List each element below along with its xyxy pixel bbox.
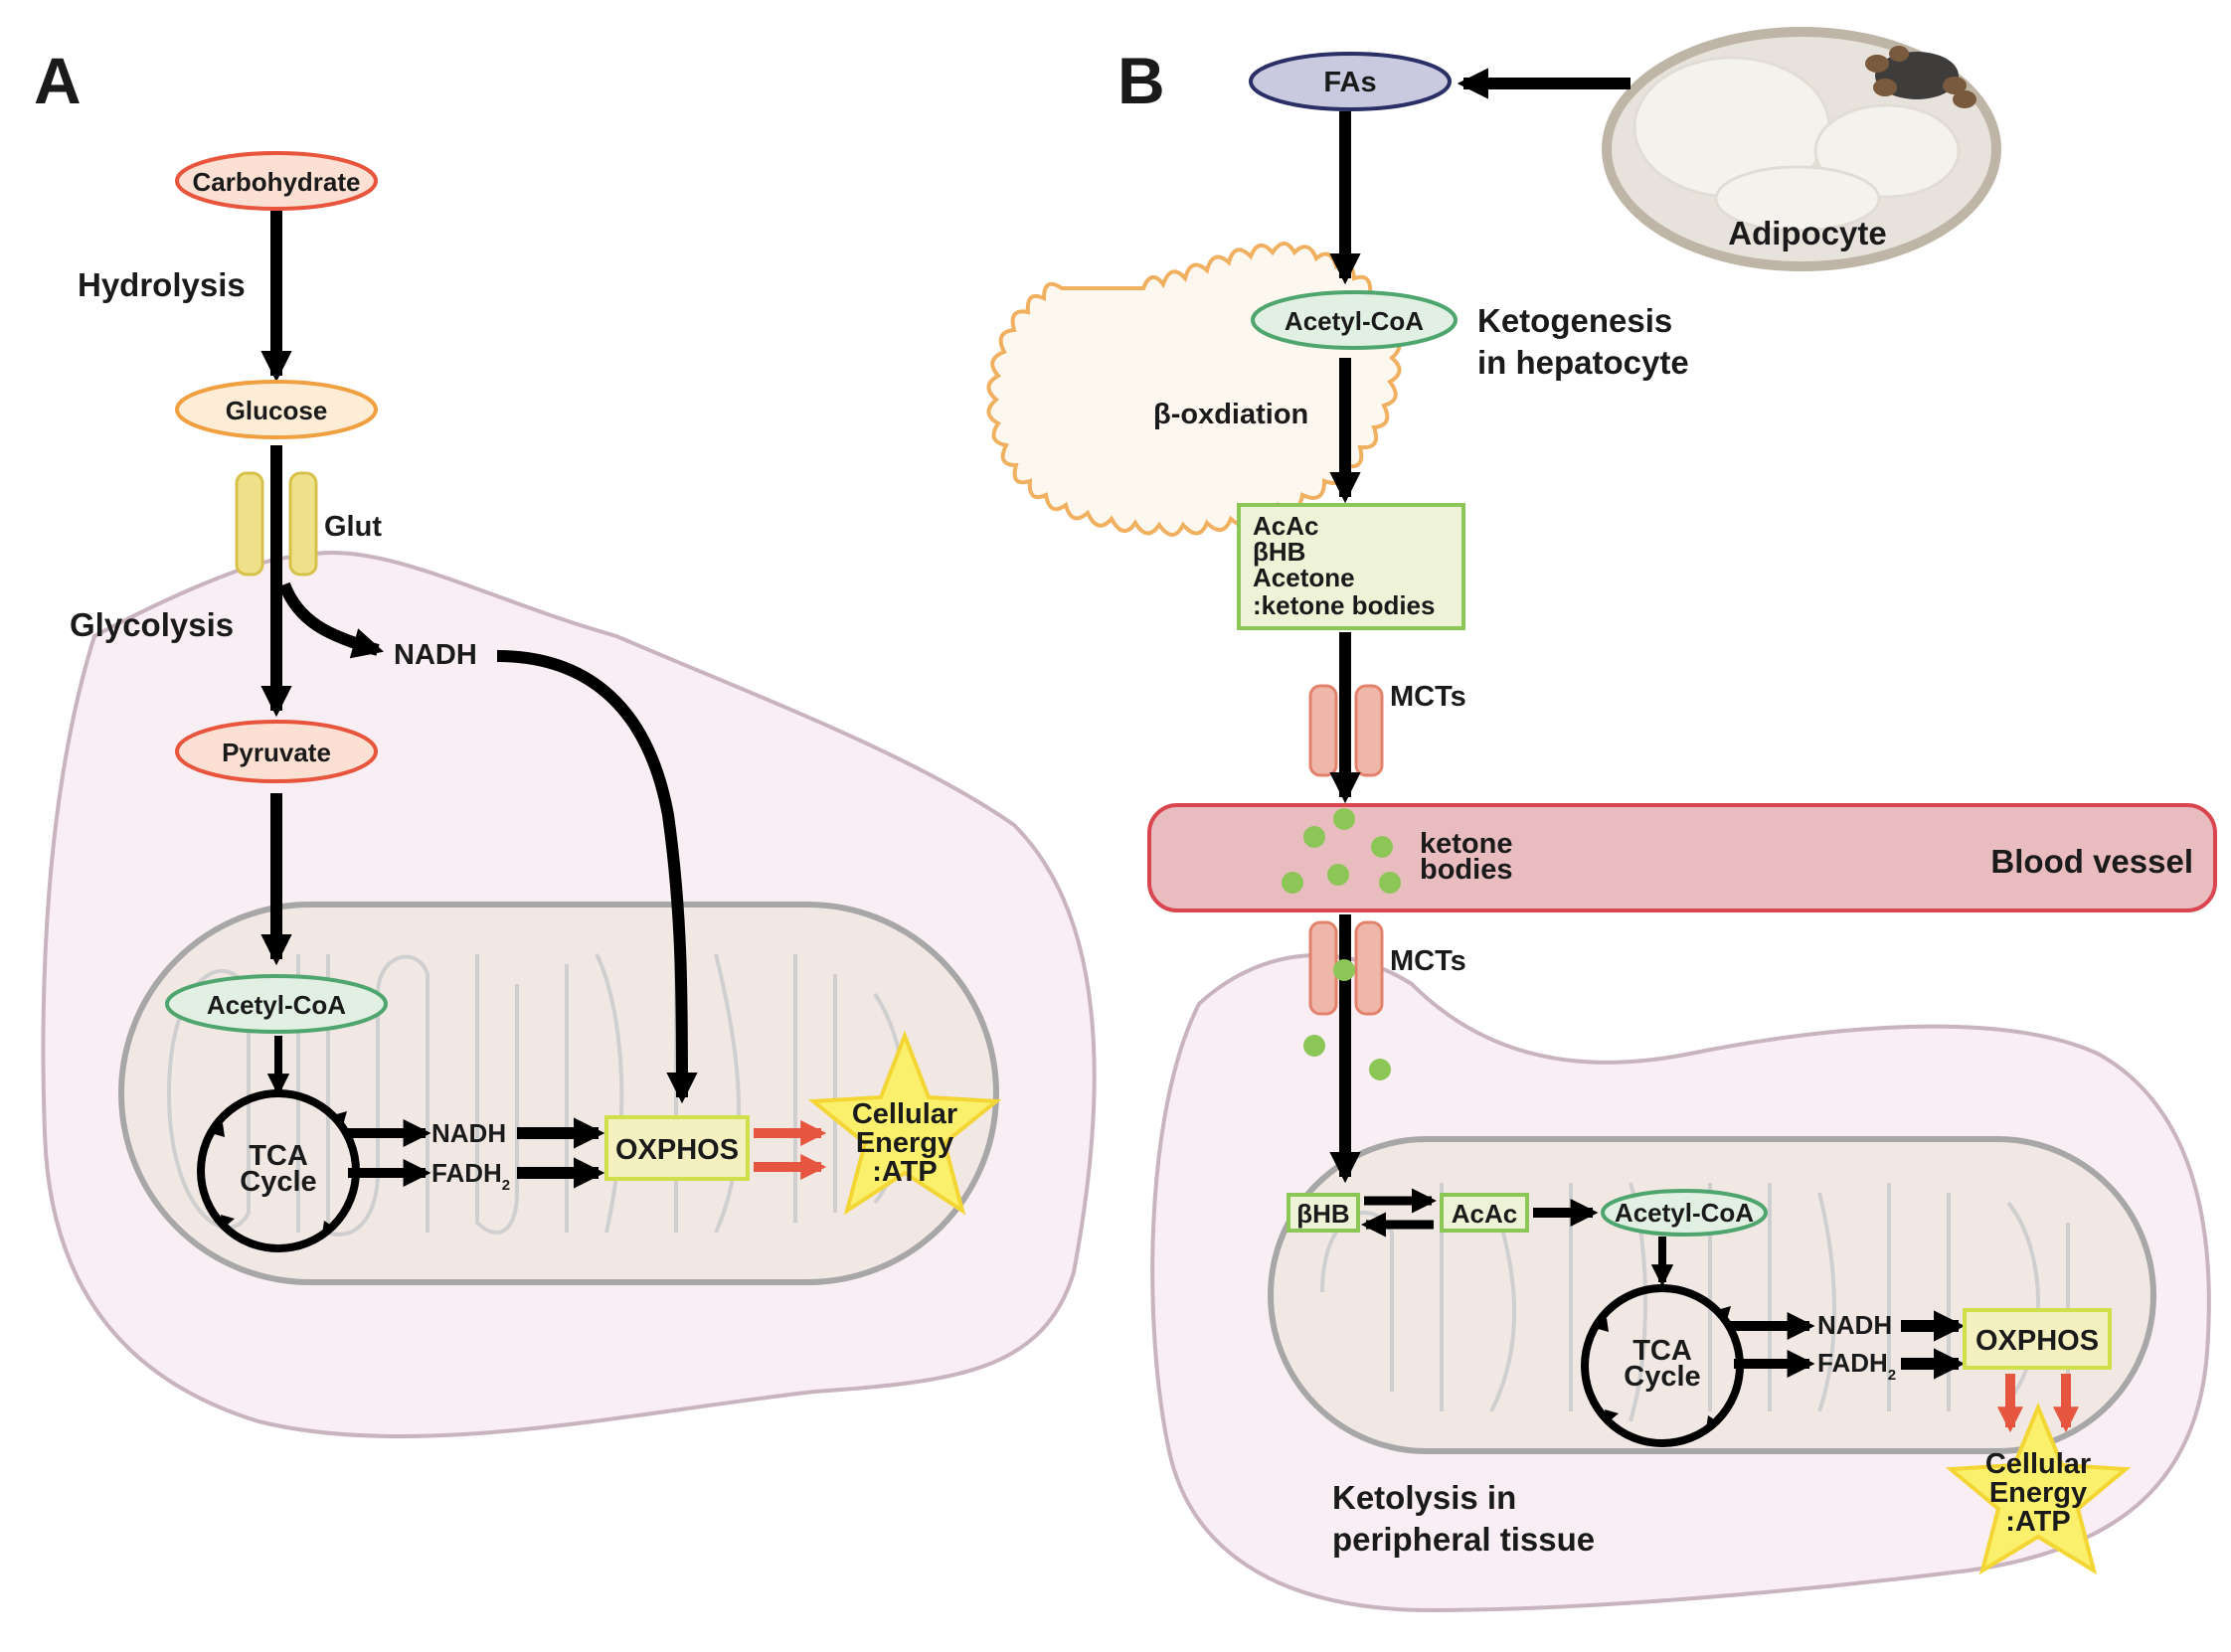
hydrolysis-label: Hydrolysis	[78, 266, 246, 303]
nadh-label-b: NADH	[1817, 1310, 1892, 1340]
ketone-box-acac: AcAc	[1253, 511, 1318, 541]
acetyl-coa-label-a: Acetyl-CoA	[207, 990, 346, 1020]
acac-box: AcAc	[1440, 1193, 1529, 1233]
panel-a: A Carbohydrate Hydrolysis Glucose Glut G…	[34, 44, 1097, 1439]
mitochondrion-b	[1268, 1136, 2156, 1454]
glycolysis-label: Glycolysis	[70, 606, 234, 643]
blood-vessel-label: Blood vessel	[1990, 843, 2193, 880]
pyruvate-node: Pyruvate	[175, 720, 378, 783]
ketone-bodies-label-line2: bodies	[1420, 854, 1512, 886]
arrow-glycolysis-nadh	[278, 581, 385, 659]
ketolysis-label-line1: Ketolysis in	[1332, 1479, 1516, 1516]
tca-label-b-line2: Cycle	[1624, 1361, 1700, 1393]
ketone-dot	[1379, 872, 1401, 894]
ketone-dot	[1369, 1059, 1391, 1080]
bhb-box: βHB	[1287, 1193, 1360, 1233]
ketogenesis-label-line1: Ketogenesis	[1477, 302, 1672, 339]
ketone-dot	[1371, 836, 1393, 858]
ketolysis-label-line2: peripheral tissue	[1332, 1521, 1595, 1558]
panel-label-a: A	[34, 44, 82, 117]
panel-b: B Adipocyte FAs Acetyl-CoA	[986, 27, 2217, 1613]
adipocyte-label: Adipocyte	[1728, 215, 1887, 251]
cellular-energy-star-a: Cellular Energy :ATP	[807, 1030, 1002, 1216]
mitochondrion-a	[118, 902, 999, 1285]
energy-label-a-line2: Energy	[856, 1127, 953, 1159]
ketone-dot	[1303, 826, 1325, 848]
oxphos-box-a: OXPHOS	[604, 1115, 750, 1181]
adipocyte-cell: Adipocyte	[1602, 27, 2001, 271]
ketone-dot	[1282, 872, 1303, 894]
fas-node: FAs	[1249, 52, 1452, 111]
acetyl-coa-node-a: Acetyl-CoA	[165, 974, 388, 1034]
ketone-dot	[1333, 808, 1355, 830]
glut-label: Glut	[324, 511, 382, 543]
tca-label-b-line1: TCA	[1632, 1335, 1692, 1367]
tca-label-a-line2: Cycle	[240, 1166, 316, 1198]
energy-label-a-line3: :ATP	[872, 1156, 938, 1188]
mct-transporter-top	[1308, 684, 1384, 777]
cellular-energy-star-b: Cellular Energy :ATP	[1945, 1402, 2132, 1575]
bhb-label: βHB	[1296, 1199, 1349, 1229]
ketone-dot	[1327, 864, 1349, 886]
fas-label: FAs	[1323, 67, 1376, 98]
tca-label-a-line1: TCA	[249, 1140, 308, 1172]
fadh2-label-a: FADH2	[431, 1158, 510, 1194]
glucose-label: Glucose	[226, 396, 328, 425]
energy-label-b-line2: Energy	[1989, 1477, 2087, 1509]
beta-oxidation-label: β-oxdiation	[1153, 399, 1308, 430]
ketone-dot	[1303, 1035, 1325, 1057]
glucose-node: Glucose	[175, 380, 378, 439]
ketone-box-label: :ketone bodies	[1253, 590, 1435, 620]
ketone-dots	[1282, 808, 1401, 1080]
carbohydrate-label: Carbohydrate	[192, 167, 360, 197]
panel-label-b: B	[1117, 44, 1165, 117]
fadh2-label-b: FADH2	[1817, 1348, 1896, 1384]
ketone-bodies-label-line1: ketone	[1420, 828, 1512, 860]
ketone-dot	[1333, 959, 1355, 981]
ketone-bodies-box: AcAc βHB Acetone :ketone bodies	[1237, 503, 1465, 630]
acetyl-coa-node-liver: Acetyl-CoA	[1251, 290, 1458, 350]
pyruvate-label: Pyruvate	[222, 738, 331, 767]
mcts-label-bottom: MCTs	[1390, 945, 1466, 977]
nadh-cytosol-label: NADH	[394, 639, 477, 671]
acac-label: AcAc	[1452, 1199, 1517, 1229]
oxphos-box-b: OXPHOS	[1963, 1308, 2112, 1370]
ketone-box-acetone: Acetone	[1253, 563, 1355, 592]
mcts-label-top: MCTs	[1390, 681, 1466, 713]
carbohydrate-node: Carbohydrate	[175, 151, 378, 211]
energy-label-b-line1: Cellular	[1985, 1448, 2091, 1480]
ketone-box-bhb: βHB	[1253, 537, 1305, 567]
acetyl-coa-label-liver: Acetyl-CoA	[1285, 306, 1424, 336]
hepatocyte-cell	[986, 242, 1402, 537]
glut-transporter	[235, 471, 318, 577]
ketogenesis-label-line2: in hepatocyte	[1477, 344, 1689, 381]
blood-vessel: Blood vessel ketone bodies	[1147, 803, 2217, 912]
oxphos-label-b: OXPHOS	[1975, 1325, 2099, 1357]
acetyl-coa-node-tissue: Acetyl-CoA	[1601, 1189, 1768, 1237]
oxphos-label-a: OXPHOS	[615, 1134, 739, 1166]
energy-label-a-line1: Cellular	[852, 1098, 957, 1130]
tca-cycle-b: TCA Cycle	[1581, 1284, 1744, 1447]
arrow-nadh-oxphos	[496, 650, 698, 1104]
energy-label-b-line3: :ATP	[2005, 1506, 2071, 1538]
acetyl-coa-label-tissue: Acetyl-CoA	[1615, 1198, 1754, 1228]
nadh-label-a: NADH	[431, 1118, 506, 1148]
